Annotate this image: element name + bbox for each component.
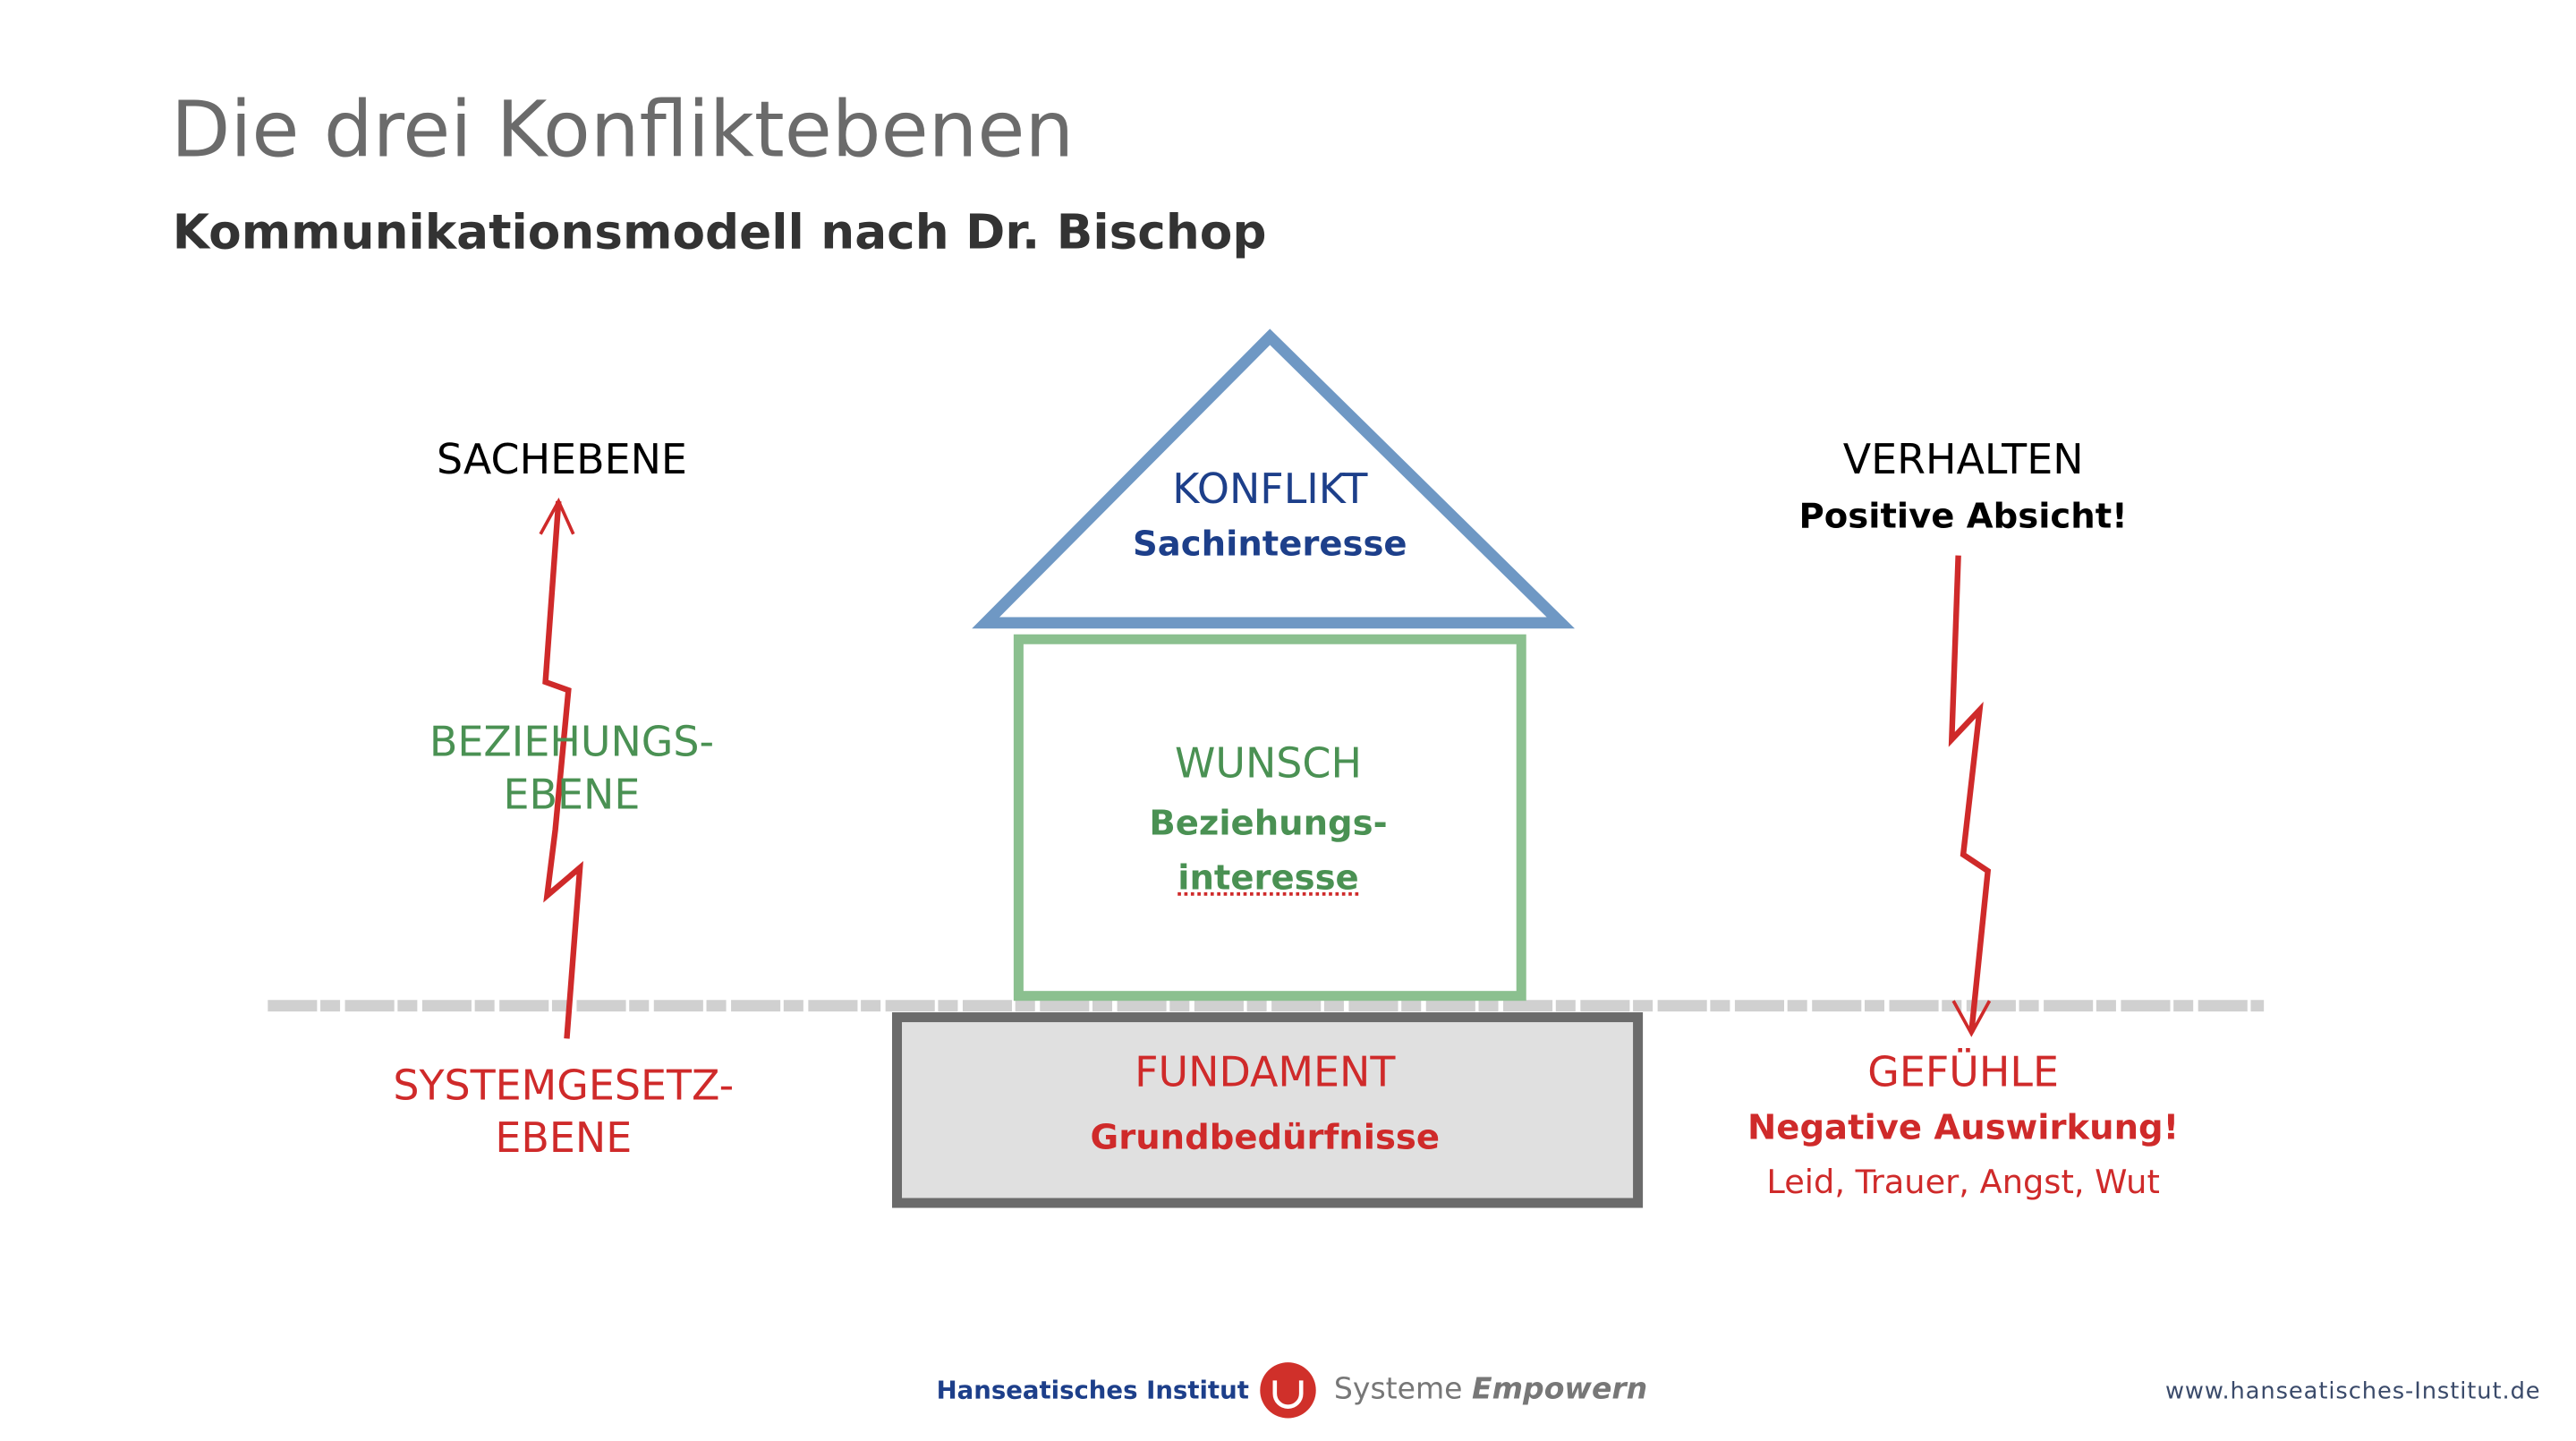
wall-sub-1: Beziehungs- [1149, 803, 1388, 843]
label-verhalten: VERHALTEN [1842, 435, 2084, 483]
foundation-title: FUNDAMENT [1135, 1048, 1396, 1096]
label-negative-auswirkung: Negative Auswirkung! [1747, 1107, 2180, 1147]
lightning-arrow-down-icon [1948, 555, 1992, 1033]
roof-title: KONFLIKT [1172, 465, 1368, 513]
roof-sub: Sachinteresse [1133, 524, 1407, 564]
wall-sub-2: interesse [1177, 857, 1359, 898]
label-beziehungsebene-1: BEZIEHUNGS- [429, 718, 715, 766]
label-positive-absicht: Positive Absicht! [1798, 496, 2128, 536]
label-beziehungsebene-2: EBENE [503, 771, 641, 819]
wall-shape [1013, 634, 1526, 1002]
logo-icon [1260, 1362, 1316, 1419]
page-subtitle: Kommunikationsmodell nach Dr. Bischop [172, 203, 1267, 260]
tagline-1: Systeme [1333, 1372, 1463, 1407]
label-systemgesetz-1: SYSTEMGESETZ- [393, 1062, 735, 1110]
lightning-arrow-up-icon [542, 500, 583, 1039]
footer-brand: Hanseatisches Institut [936, 1375, 1249, 1405]
footer-tagline: Systeme Empowern [1334, 1372, 1647, 1407]
label-gefuehle: GEFÜHLE [1867, 1048, 2059, 1096]
roof-shape [972, 328, 1575, 629]
arrow-head-up [539, 497, 575, 535]
foundation-shape [892, 1012, 1644, 1208]
label-emotions-list: Leid, Trauer, Angst, Wut [1766, 1162, 2160, 1202]
label-sachebene: SACHEBENE [436, 435, 687, 483]
arrow-head-down [1951, 1000, 1992, 1037]
wall-title: WUNSCH [1174, 739, 1362, 788]
tagline-2: Empowern [1472, 1372, 1648, 1407]
foundation-sub: Grundbedürfnisse [1090, 1117, 1441, 1157]
page-title: Die drei Konfliktebenen [170, 85, 1075, 176]
footer-url: www.hanseatisches-Institut.de [2164, 1378, 2541, 1405]
label-systemgesetz-2: EBENE [495, 1113, 633, 1163]
